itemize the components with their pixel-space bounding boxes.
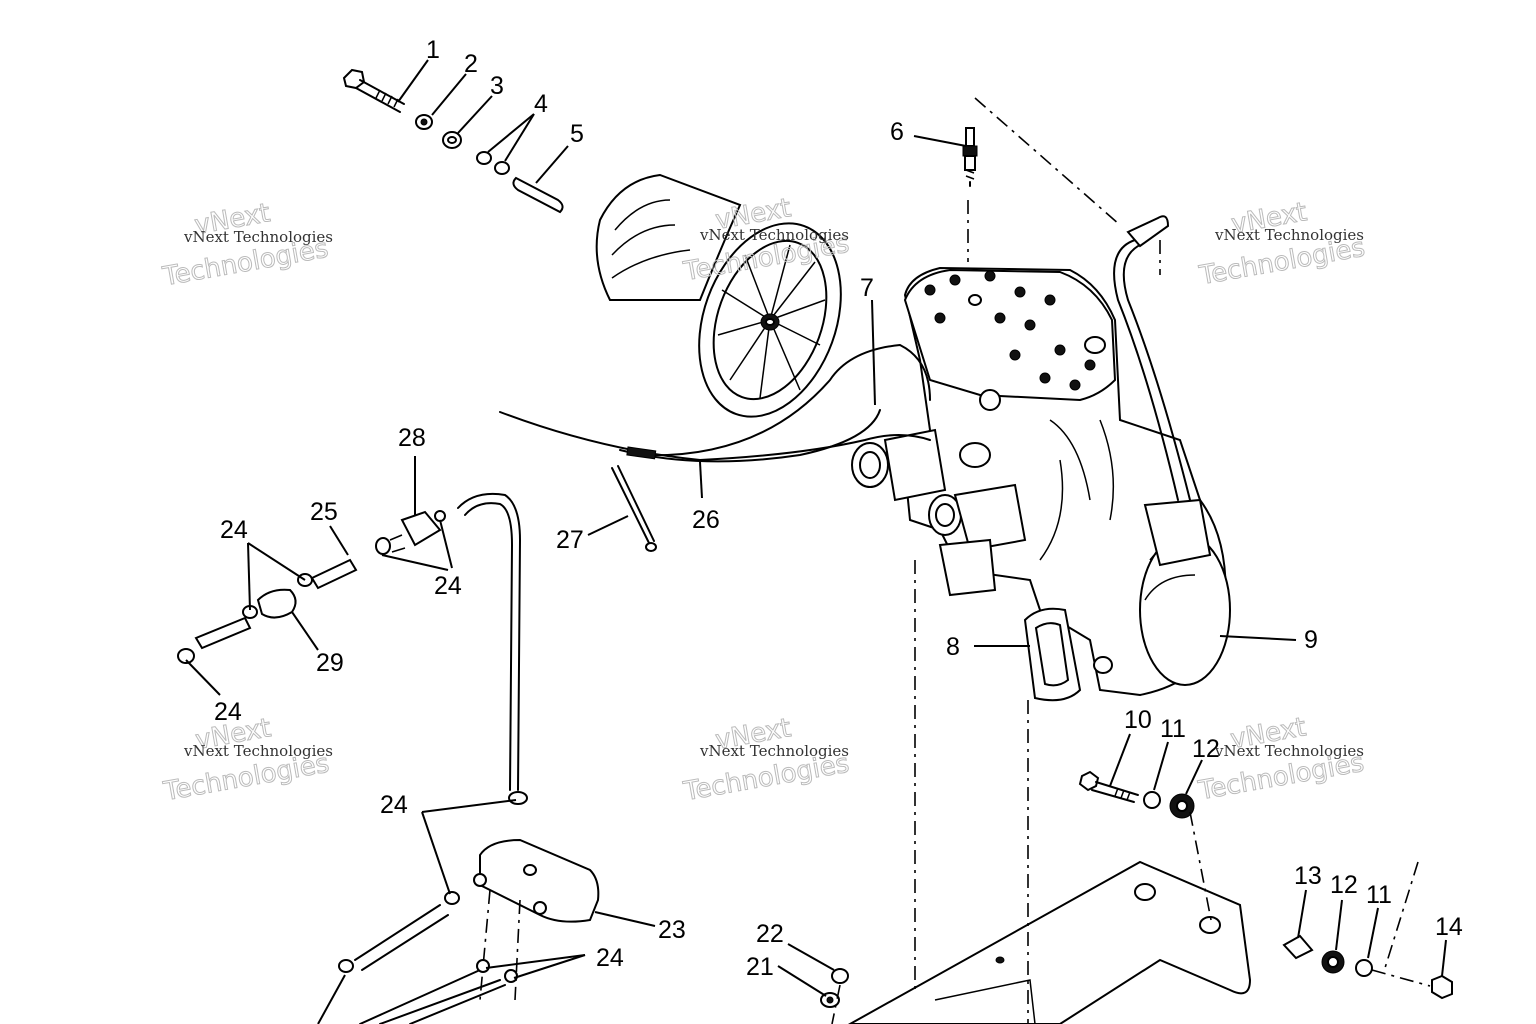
spacer-part-13 [1282, 934, 1314, 960]
callout-12b: 12 [1330, 871, 1358, 899]
assembly-centerlines [831, 97, 1431, 1024]
callout-24-mid: 24 [380, 791, 408, 819]
nut-part-22 [831, 968, 849, 984]
washer-part-3 [442, 131, 462, 149]
spacer-part-5 [512, 176, 564, 214]
nut-part-14 [1431, 974, 1453, 1000]
drive-clutch [595, 173, 842, 418]
engine-assembly-part-9 [851, 266, 1231, 697]
callout-1: 1 [426, 36, 440, 64]
callout-6: 6 [890, 118, 904, 146]
fuel-hose-lower [177, 573, 313, 664]
svg-text:vNext Technologies: vNext Technologies [699, 226, 849, 244]
callout-11: 11 [1160, 715, 1186, 743]
svg-text:vNext Technologies: vNext Technologies [1214, 742, 1364, 760]
callout-21: 21 [746, 953, 774, 981]
svg-text:vNext Technologies: vNext Technologies [699, 742, 849, 760]
callout-3: 3 [490, 72, 504, 100]
spark-plug-part-6 [962, 127, 978, 187]
bolt-part-10 [1078, 770, 1139, 803]
callout-12: 12 [1192, 735, 1220, 763]
callout-22: 22 [756, 920, 784, 948]
callout-23: 23 [658, 916, 686, 944]
engine-mount-plate [847, 860, 1252, 1024]
exhaust-gasket-part-8 [1023, 607, 1113, 702]
callout-28: 28 [398, 424, 426, 452]
callout-24-bottom: 24 [596, 944, 624, 972]
callout-14: 14 [1435, 913, 1463, 941]
callout-8: 8 [946, 633, 960, 661]
bolt-part-1 [342, 68, 405, 113]
washer-part-11 [1143, 791, 1161, 809]
callout-24-upper: 24 [220, 516, 248, 544]
callout-labels: 1 2 3 4 5 6 7 8 9 10 11 12 13 12 11 14 2… [214, 36, 1463, 981]
callout-24-lower-left: 24 [214, 698, 242, 726]
watermark-text: vNext Technologies [183, 228, 333, 246]
spark-plug-boot [1126, 215, 1170, 248]
callout-2: 2 [464, 50, 478, 78]
oil-injection-block-part-23 [473, 838, 600, 923]
svg-text:vNext Technologies: vNext Technologies [183, 742, 333, 760]
cable-tie-part-27 [611, 465, 657, 552]
o-rings-part-4 [476, 151, 510, 175]
callout-25: 25 [310, 498, 338, 526]
callout-26: 26 [692, 506, 720, 534]
callout-24-right: 24 [434, 572, 462, 600]
svg-text:vNext Technologies: vNext Technologies [1214, 226, 1364, 244]
leader-lines [185, 59, 1447, 1024]
throttle-cables-part-26 [499, 344, 931, 463]
callout-11b: 11 [1366, 881, 1392, 909]
oil-lines-lower [338, 891, 518, 1024]
callout-27: 27 [556, 526, 584, 554]
fuel-filter-part-29 [256, 588, 297, 619]
washer-part-2 [415, 114, 433, 130]
washer-part-11b [1355, 959, 1373, 977]
callout-9: 9 [1304, 626, 1318, 654]
fuel-line-part-25 [310, 558, 358, 590]
callout-13: 13 [1294, 862, 1322, 890]
callout-5: 5 [570, 120, 584, 148]
spark-plug-wire [1113, 239, 1179, 501]
fuel-pump-part-28 [375, 510, 446, 555]
vent-hose [457, 492, 521, 791]
callout-4: 4 [534, 90, 548, 118]
callout-7: 7 [860, 274, 874, 302]
callout-29: 29 [316, 649, 344, 677]
callout-10: 10 [1124, 706, 1152, 734]
